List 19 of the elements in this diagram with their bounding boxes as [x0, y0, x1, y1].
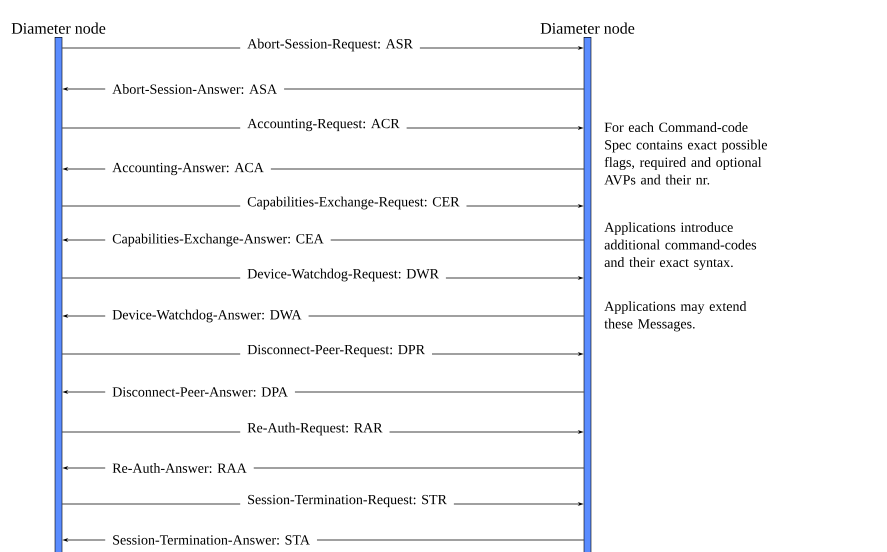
edge-label: Session-Termination-Answer: STA: [105, 534, 317, 546]
edge-label: Accounting-Request: ACR: [240, 118, 407, 132]
edge-label: Device-Watchdog-Request: DWR: [240, 268, 446, 282]
note-text: For each Command-code Spec contains exact possible flags, required and optional AVPs and their nr.: [604, 122, 767, 185]
edge-label: Abort-Session-Request: ASR: [240, 38, 420, 52]
edge-label: Re-Auth-Answer: RAA: [105, 462, 254, 474]
edge-label: Abort-Session-Answer: ASA: [105, 83, 284, 95]
edge-label: Accounting-Answer: ACA: [105, 162, 271, 176]
node-heading: Diameter node: [12, 22, 106, 34]
note-text: Applications may extend these Messages.: [604, 301, 746, 332]
edge-label: Session-Termination-Request: STR: [240, 494, 454, 508]
node-heading: Diameter node: [540, 22, 634, 34]
note-text: Applications introduce additional command-codes and their exact syntax.: [604, 222, 756, 270]
edge-label: Disconnect-Peer-Answer: DPA: [105, 386, 295, 398]
edge-label: Capabilities-Exchange-Answer: CEA: [105, 232, 331, 248]
edge-label: Disconnect-Peer-Request: DPR: [240, 344, 432, 358]
edge-label: Re-Auth-Request: RAR: [240, 422, 390, 436]
edge-label: Device-Watchdog-Answer: DWA: [105, 308, 309, 324]
edge-label: Capabilities-Exchange-Request: CER: [240, 196, 466, 210]
